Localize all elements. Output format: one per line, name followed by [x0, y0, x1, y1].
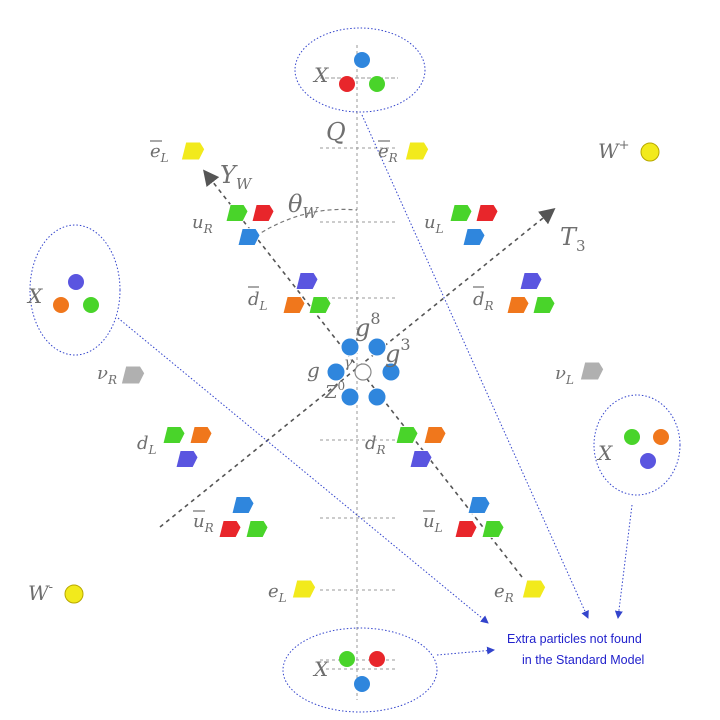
g-label: g — [307, 358, 320, 382]
z0-label: Z0 — [324, 379, 345, 403]
annotation-note: Extra particles not found in the Standar… — [507, 632, 644, 667]
t3-axis-label: T3 — [560, 223, 586, 255]
note-line-1: Extra particles not found — [507, 632, 642, 646]
w-minus-boson: W- — [28, 580, 84, 605]
ebar-l-label: eL — [150, 141, 169, 165]
x-right-green-dot — [624, 429, 640, 445]
x-top-blue-dot — [354, 52, 370, 68]
x-boson-bottom: X — [282, 627, 438, 713]
photon-center — [354, 363, 372, 381]
x-bottom-red-dot — [369, 651, 385, 667]
ubar-r-label: uR — [193, 511, 214, 535]
x-bottom-blue-dot — [354, 676, 370, 692]
x-left-green-dot — [83, 297, 99, 313]
svg-text:W-: W- — [28, 580, 53, 605]
g8-label: g8 — [355, 309, 381, 342]
dbar-r-label: dR — [473, 289, 494, 313]
u-r-label: uR — [192, 212, 213, 236]
x-boson-top: X — [294, 27, 426, 113]
u-l-label: uL — [424, 212, 444, 236]
x-bottom-green-dot — [339, 651, 355, 667]
x-right-orange-dot — [653, 429, 669, 445]
ubar-l-label: uL — [423, 511, 443, 535]
theta-w-label: θW — [288, 190, 319, 222]
gamma-label: γ — [344, 355, 353, 371]
fermion-labels: eL eR uR uL dL dR νR νL dL dR uR uL eL e… — [97, 140, 574, 605]
x-left-label: X — [26, 284, 43, 308]
x-right-violet-dot — [640, 453, 656, 469]
nu-r-label: νR — [97, 363, 117, 387]
d-l-label: dL — [137, 433, 157, 457]
gluon-ring — [326, 337, 401, 407]
axis-ticks — [320, 77, 395, 661]
svg-text:W+: W+ — [598, 138, 629, 163]
x-top-red-dot — [339, 76, 355, 92]
x-connectors — [117, 114, 633, 656]
yw-axis-label: YW — [220, 161, 253, 193]
x-top-green-dot — [369, 76, 385, 92]
w-plus-boson: W+ — [598, 138, 660, 163]
g3-label: g3 — [385, 335, 411, 368]
x-left-orange-dot — [53, 297, 69, 313]
q-axis-label: Q — [326, 118, 346, 146]
nu-l-label: νL — [555, 363, 574, 387]
x-right-label: X — [596, 441, 613, 465]
note-line-2: in the Standard Model — [522, 653, 644, 667]
x-left-violet-dot — [68, 274, 84, 290]
theta-w-arc — [249, 208, 358, 241]
x-bottom-label: X — [312, 657, 329, 681]
x-boson-right: X — [593, 394, 681, 496]
ebar-r-label: eR — [378, 141, 398, 165]
e-r-label: eR — [494, 581, 514, 605]
dbar-l-label: dL — [248, 289, 268, 313]
x-boson-left: X — [26, 224, 121, 356]
x-top-label: X — [312, 63, 329, 87]
d-r-label: dR — [365, 433, 386, 457]
e-l-label: eL — [268, 581, 287, 605]
